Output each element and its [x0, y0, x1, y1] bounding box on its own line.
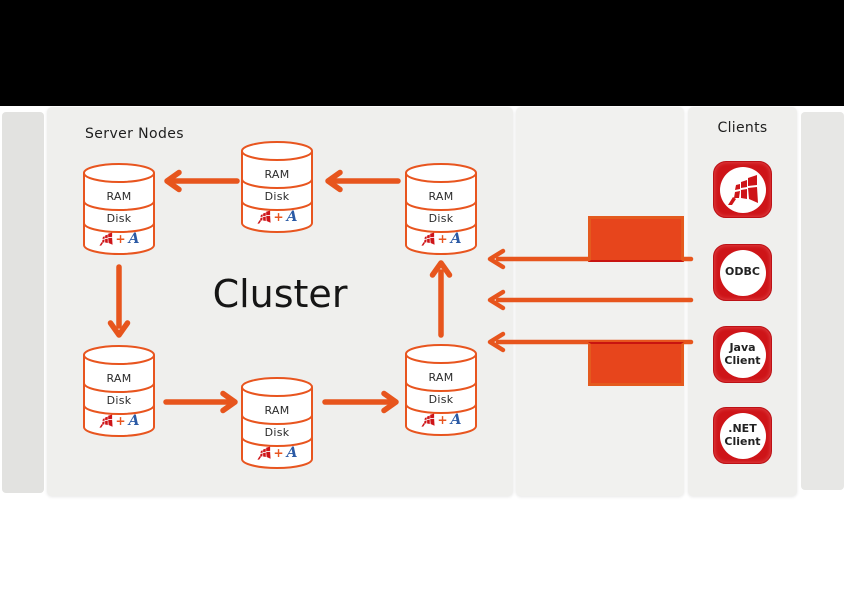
- connection-panel: [516, 107, 684, 496]
- client-java-tile: Java Client: [713, 326, 772, 383]
- ram-label: RAM: [106, 190, 132, 203]
- disk-label: Disk: [264, 190, 290, 203]
- client-dotnet-label: .NET Client: [719, 412, 766, 459]
- ram-label: RAM: [264, 404, 290, 417]
- client-brand-logo-tile: [713, 161, 772, 218]
- plus-sign: +: [437, 232, 448, 246]
- client-brand-logo-circle: [719, 166, 766, 213]
- db-engines-row: + A: [82, 412, 156, 430]
- client-dotnet-tile: .NET Client: [713, 407, 772, 464]
- cylinder-top-left: RAM Disk + A: [82, 163, 156, 259]
- sail-logo-icon: [99, 232, 113, 246]
- disk-label: Disk: [428, 393, 454, 406]
- cylinder-shape: [83, 345, 155, 437]
- cylinder-shape: [405, 163, 477, 255]
- disk-label: Disk: [106, 394, 132, 407]
- redaction-box-bottom: [588, 342, 684, 386]
- sail-logo-icon: [421, 413, 435, 427]
- right-edge-panel: [801, 112, 844, 490]
- brand-a-icon: A: [128, 413, 140, 429]
- server-nodes-title: Server Nodes: [85, 126, 184, 142]
- disk-label: Disk: [264, 426, 290, 439]
- brand-a-icon: A: [286, 445, 298, 461]
- db-engines-row: + A: [240, 444, 314, 462]
- cylinder-shape: [83, 163, 155, 255]
- ram-label: RAM: [264, 168, 290, 181]
- ram-label: RAM: [428, 371, 454, 384]
- db-engines-row: + A: [404, 411, 478, 429]
- cylinder-bottom-left: RAM Disk + A: [82, 345, 156, 441]
- sail-logo-icon: [257, 210, 271, 224]
- sail-logo-icon: [257, 446, 271, 460]
- cylinder-bottom-middle: RAM Disk + A: [240, 377, 314, 473]
- letterbox-top-bar: [0, 0, 844, 106]
- db-engines-row: + A: [82, 230, 156, 248]
- plus-sign: +: [437, 413, 448, 427]
- sail-logo-icon: [727, 174, 759, 206]
- cylinder-bottom-right: RAM Disk + A: [404, 344, 478, 440]
- brand-a-icon: A: [286, 209, 298, 225]
- brand-a-icon: A: [128, 231, 140, 247]
- ram-label: RAM: [428, 190, 454, 203]
- disk-label: Disk: [428, 212, 454, 225]
- ram-label: RAM: [106, 372, 132, 385]
- client-odbc-label: ODBC: [719, 249, 766, 296]
- sail-logo-icon: [421, 232, 435, 246]
- redaction-box-top: [588, 216, 684, 262]
- plus-sign: +: [115, 232, 126, 246]
- db-engines-row: + A: [404, 230, 478, 248]
- plus-sign: +: [273, 210, 284, 224]
- cylinder-shape: [405, 344, 477, 436]
- brand-a-icon: A: [450, 231, 462, 247]
- disk-label: Disk: [106, 212, 132, 225]
- cylinder-top-middle: RAM Disk + A: [240, 141, 314, 237]
- db-engines-row: + A: [240, 208, 314, 226]
- clients-title: Clients: [717, 120, 768, 136]
- brand-a-icon: A: [450, 412, 462, 428]
- cylinder-shape: [241, 377, 313, 469]
- plus-sign: +: [273, 446, 284, 460]
- left-edge-panel: [2, 112, 44, 493]
- cylinder-top-right: RAM Disk + A: [404, 163, 478, 259]
- cluster-title: Cluster: [212, 272, 348, 316]
- client-odbc-tile: ODBC: [713, 244, 772, 301]
- cylinder-shape: [241, 141, 313, 233]
- client-java-label: Java Client: [719, 331, 766, 378]
- sail-logo-icon: [99, 414, 113, 428]
- plus-sign: +: [115, 414, 126, 428]
